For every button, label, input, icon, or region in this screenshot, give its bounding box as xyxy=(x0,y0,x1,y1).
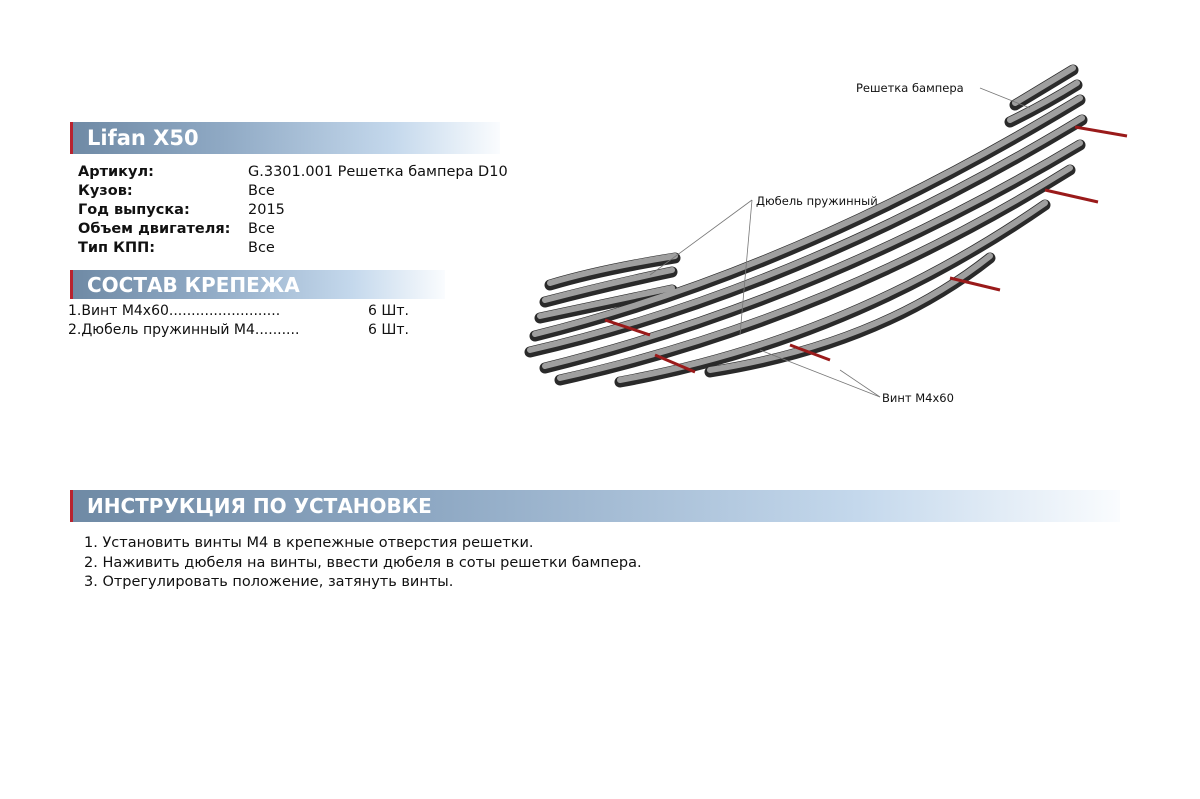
spec-label: Тип КПП: xyxy=(78,240,156,256)
label-screw: Винт М4х60 xyxy=(882,391,954,405)
leader-line xyxy=(839,369,881,398)
item-name: 2.Дюбель пружинный М4.......... xyxy=(68,322,300,338)
screw xyxy=(949,276,1001,292)
spec-row: Тип КПП: Все xyxy=(78,239,508,258)
leader-line xyxy=(649,199,753,276)
item-name: 1.Винт М4х60......................... xyxy=(68,303,281,319)
instruction-step: 2. Наживить дюбеля на винты, ввести дюбе… xyxy=(84,554,642,571)
tube-highlights xyxy=(527,65,1085,383)
screw xyxy=(789,343,831,362)
instructions-list: 1. Установить винты М4 в крепежные отвер… xyxy=(84,534,642,593)
leader-lines xyxy=(649,87,1031,398)
model-title-bar: Lifan X50 xyxy=(70,122,500,154)
spec-row: Объем двигателя: Все xyxy=(78,220,508,239)
instructions-title-bar: ИНСТРУКЦИЯ ПО УСТАНОВКЕ xyxy=(70,490,1120,522)
list-item: 1.Винт М4х60......................... 6 Ш… xyxy=(68,302,409,321)
spec-label: Артикул: xyxy=(78,164,154,180)
screw xyxy=(604,318,651,337)
fasteners-title: СОСТАВ КРЕПЕЖА xyxy=(87,273,300,297)
screw xyxy=(654,353,696,374)
spec-row: Артикул: G.3301.001 Решетка бампера D10 xyxy=(78,163,508,182)
spec-label: Год выпуска: xyxy=(78,202,190,218)
instruction-step: 1. Установить винты М4 в крепежные отвер… xyxy=(84,535,534,551)
list-item: 2.Дюбель пружинный М4.......... 6 Шт. xyxy=(68,321,409,340)
label-grille: Решетка бампера xyxy=(856,81,964,95)
grille-tubes xyxy=(524,64,1088,388)
spec-value: Все xyxy=(248,240,275,256)
spec-value: Все xyxy=(248,183,275,199)
fasteners-list: 1.Винт М4х60......................... 6 Ш… xyxy=(68,302,409,340)
item-qty: 6 Шт. xyxy=(368,322,409,338)
spec-value: Все xyxy=(248,221,275,237)
spec-label: Объем двигателя: xyxy=(78,221,231,237)
spec-label: Кузов: xyxy=(78,183,133,199)
leader-line xyxy=(979,87,1031,109)
screw xyxy=(1074,125,1128,138)
spec-value: G.3301.001 Решетка бампера D10 xyxy=(248,164,508,180)
spec-row: Год выпуска: 2015 xyxy=(78,201,508,220)
label-dowel: Дюбель пружинный xyxy=(756,194,878,208)
model-title: Lifan X50 xyxy=(87,126,199,150)
spec-row: Кузов: Все xyxy=(78,182,508,201)
leader-line xyxy=(739,199,753,336)
instructions-title: ИНСТРУКЦИЯ ПО УСТАНОВКЕ xyxy=(87,494,432,518)
leader-line xyxy=(759,349,881,398)
fasteners-title-bar: СОСТАВ КРЕПЕЖА xyxy=(70,270,445,299)
instruction-step: 3. Отрегулировать положение, затянуть ви… xyxy=(84,574,454,590)
spec-table: Артикул: G.3301.001 Решетка бампера D10 К… xyxy=(78,163,508,258)
screws xyxy=(604,125,1128,374)
item-qty: 6 Шт. xyxy=(368,303,409,319)
screw xyxy=(1044,188,1099,204)
spec-value: 2015 xyxy=(248,202,285,218)
